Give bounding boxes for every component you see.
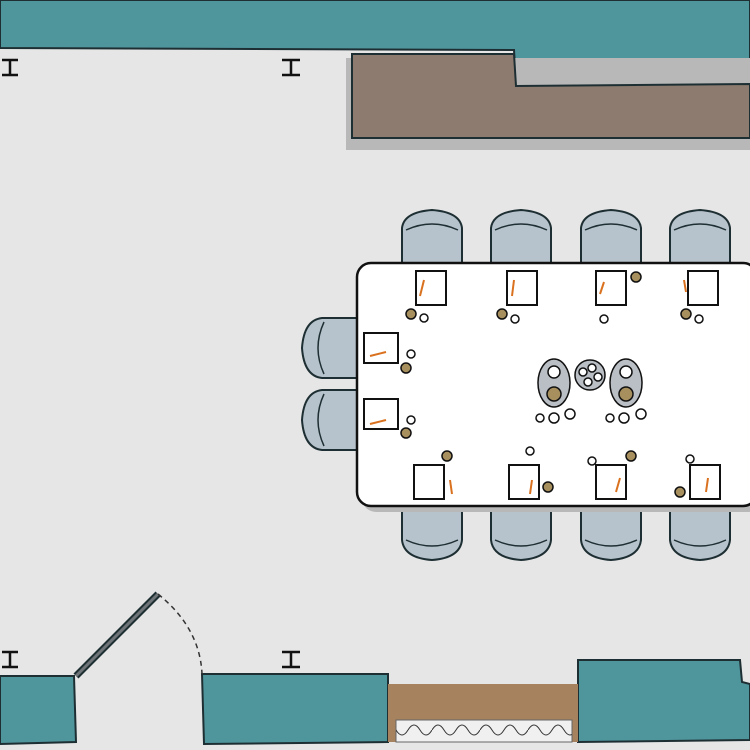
cup-icon — [680, 308, 704, 324]
laptop-icon — [363, 398, 399, 430]
platter-icon — [574, 359, 606, 391]
laptop-icon — [506, 270, 538, 306]
chairs-left-end — [300, 317, 363, 451]
laptop-icon — [415, 270, 447, 306]
chair-icon — [669, 208, 731, 269]
chair-icon — [300, 389, 363, 451]
platter-icon — [609, 358, 643, 408]
swing-door — [73, 591, 203, 679]
laptops-bottom — [413, 464, 721, 500]
chair-icon — [669, 499, 731, 562]
chair-icon — [580, 208, 642, 269]
laptop-icon — [595, 464, 627, 500]
chairs-bottom-row — [401, 499, 731, 562]
cup-icon — [405, 308, 429, 323]
bottom-wall-right — [577, 659, 750, 744]
platter-icon — [537, 358, 571, 408]
chair-icon — [300, 317, 363, 379]
radiator-wave — [396, 721, 572, 741]
laptop-icon — [683, 270, 719, 306]
laptops-top — [415, 270, 719, 306]
column-bottom-middle — [282, 650, 300, 669]
cup-icon — [587, 450, 637, 466]
cup-group — [535, 408, 647, 424]
cup-icon — [599, 271, 642, 324]
cup-icon — [496, 308, 520, 324]
cup-icon — [674, 454, 695, 498]
laptop-icon — [689, 464, 721, 500]
chair-icon — [490, 208, 552, 269]
laptop-icon — [363, 332, 399, 364]
cup-icon — [400, 415, 416, 439]
laptop-icon — [508, 464, 540, 500]
cup-icon — [400, 349, 416, 374]
chair-icon — [401, 499, 463, 562]
cup-icon — [441, 450, 453, 462]
bottom-wall-middle — [200, 673, 389, 746]
cabinet — [351, 53, 750, 139]
chair-icon — [490, 499, 552, 562]
serving-platters — [535, 358, 647, 424]
laptops-left — [363, 332, 399, 430]
column-top-left — [2, 58, 18, 77]
column-bottom-left — [2, 650, 18, 669]
chair-icon — [401, 208, 463, 269]
laptop-icon — [595, 270, 627, 306]
bottom-wall-left — [0, 675, 78, 746]
chair-icon — [580, 499, 642, 562]
cups — [400, 271, 704, 498]
column-top-middle — [282, 58, 300, 77]
laptop-icon — [413, 464, 453, 500]
cup-icon — [525, 446, 554, 493]
chairs-top-row — [401, 208, 731, 269]
